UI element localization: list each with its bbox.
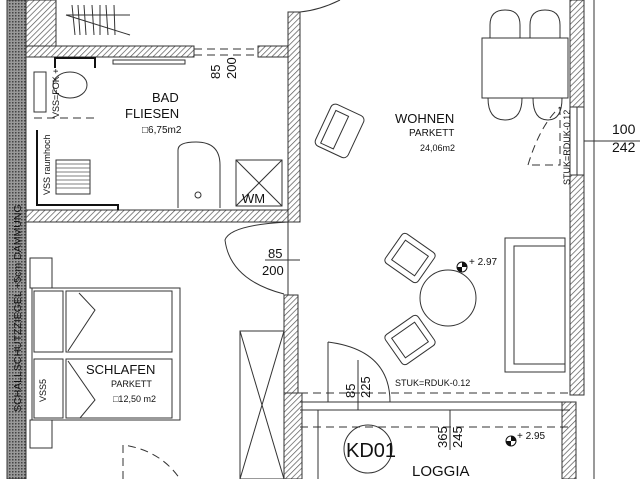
toilet-icon: [52, 71, 88, 99]
loggia-room-name: LOGGIA: [412, 463, 470, 479]
wall-right-upper: [569, 0, 585, 108]
outer-wall-left: [6, 0, 27, 479]
shower-tray: [55, 159, 91, 195]
sink-icon: [177, 141, 221, 208]
stuk-loggia-label: STUK=RDUK-0.12: [395, 378, 470, 388]
wohnen-name: WOHNEN: [395, 111, 454, 126]
armchair-top: [384, 232, 436, 284]
wall-stub-top: [25, 0, 57, 47]
bad-floor: FLIESEN: [125, 106, 179, 121]
wall-right-lower: [569, 174, 585, 396]
loggia-opening-width: 365: [435, 426, 450, 448]
armchair-left: [314, 103, 365, 159]
svg-text:+ 2.97: + 2.97: [469, 257, 498, 268]
schlafen-door-width: 85: [268, 246, 282, 261]
schlafen-name: SCHLAFEN: [86, 362, 155, 377]
loggia-door-width: 85: [343, 384, 358, 398]
armchair-bottom: [384, 314, 436, 366]
wall-right-loggia: [561, 401, 577, 479]
wall-center-lower: [283, 392, 303, 479]
bad-door-width: 85: [208, 65, 223, 79]
svg-text:+ 2.95: + 2.95: [517, 431, 546, 442]
svg-text:VSS raumhoch: VSS raumhoch: [42, 134, 52, 195]
kd01-tag: KD01: [346, 440, 396, 462]
wall-bad-bottom: [25, 209, 289, 223]
toilet-tank: [33, 71, 47, 113]
wall-center-upper: [287, 11, 301, 223]
room-wohnen: WOHNEN PARKETT 24,06m2: [314, 9, 569, 373]
loggia-opening-height: 245: [450, 426, 465, 448]
outer-wall-label: SCHALLSCHUTZZIEGEL +5cm DÄMMUNG: [12, 204, 24, 412]
wardrobe: [239, 330, 285, 479]
wohnen-area: 24,06m2: [420, 143, 455, 153]
walls: [6, 0, 595, 479]
window: 100 242 STUK=RDUK-0.12: [527, 106, 640, 185]
level-marker-wohnen: + 2.97: [456, 257, 498, 273]
schlafen-area: □12,50 m2: [113, 394, 156, 404]
wohnen-floor: PARKETT: [409, 128, 454, 139]
svg-text:VSS5: VSS5: [38, 379, 48, 402]
window-height: 242: [612, 139, 636, 155]
bed: [31, 287, 181, 421]
svg-text:VSS=FOK +: VSS=FOK +: [51, 68, 61, 118]
room-schlafen: 85 200 VSS5 SCHLAFEN PARKETT □12,50 m2: [29, 221, 300, 479]
loggia-door: 85 225: [327, 341, 391, 410]
dining-table: [481, 37, 569, 99]
bad-name: BAD: [152, 90, 179, 105]
loggia-door-height: 225: [358, 376, 373, 398]
bad-door-height: 200: [224, 57, 239, 79]
schlafen-floor: PARKETT: [111, 379, 152, 389]
schlafen-door-height: 200: [262, 263, 284, 278]
window-width: 100: [612, 121, 636, 137]
closet-top: [65, 0, 341, 36]
wall-center-mid: [283, 294, 299, 394]
stuk-window-label: STUK=RDUK-0.12: [562, 110, 572, 185]
svg-text:WM: WM: [242, 191, 265, 206]
kd01-tag-circle: [343, 424, 393, 474]
wall-bad-top-right: [257, 45, 291, 58]
level-marker-loggia: + 2.95: [505, 431, 546, 447]
loggia-threshold: 365 245 STUK=RDUK-0.12: [300, 378, 570, 479]
wall-bad-top-left: [25, 45, 195, 58]
room-bad: BAD FLIESEN □6,75m2 VSS=FOK + VSS raumho…: [33, 48, 283, 210]
washing-machine: [235, 159, 283, 207]
coffee-table: [419, 269, 477, 327]
bad-area: □6,75m2: [142, 125, 182, 136]
